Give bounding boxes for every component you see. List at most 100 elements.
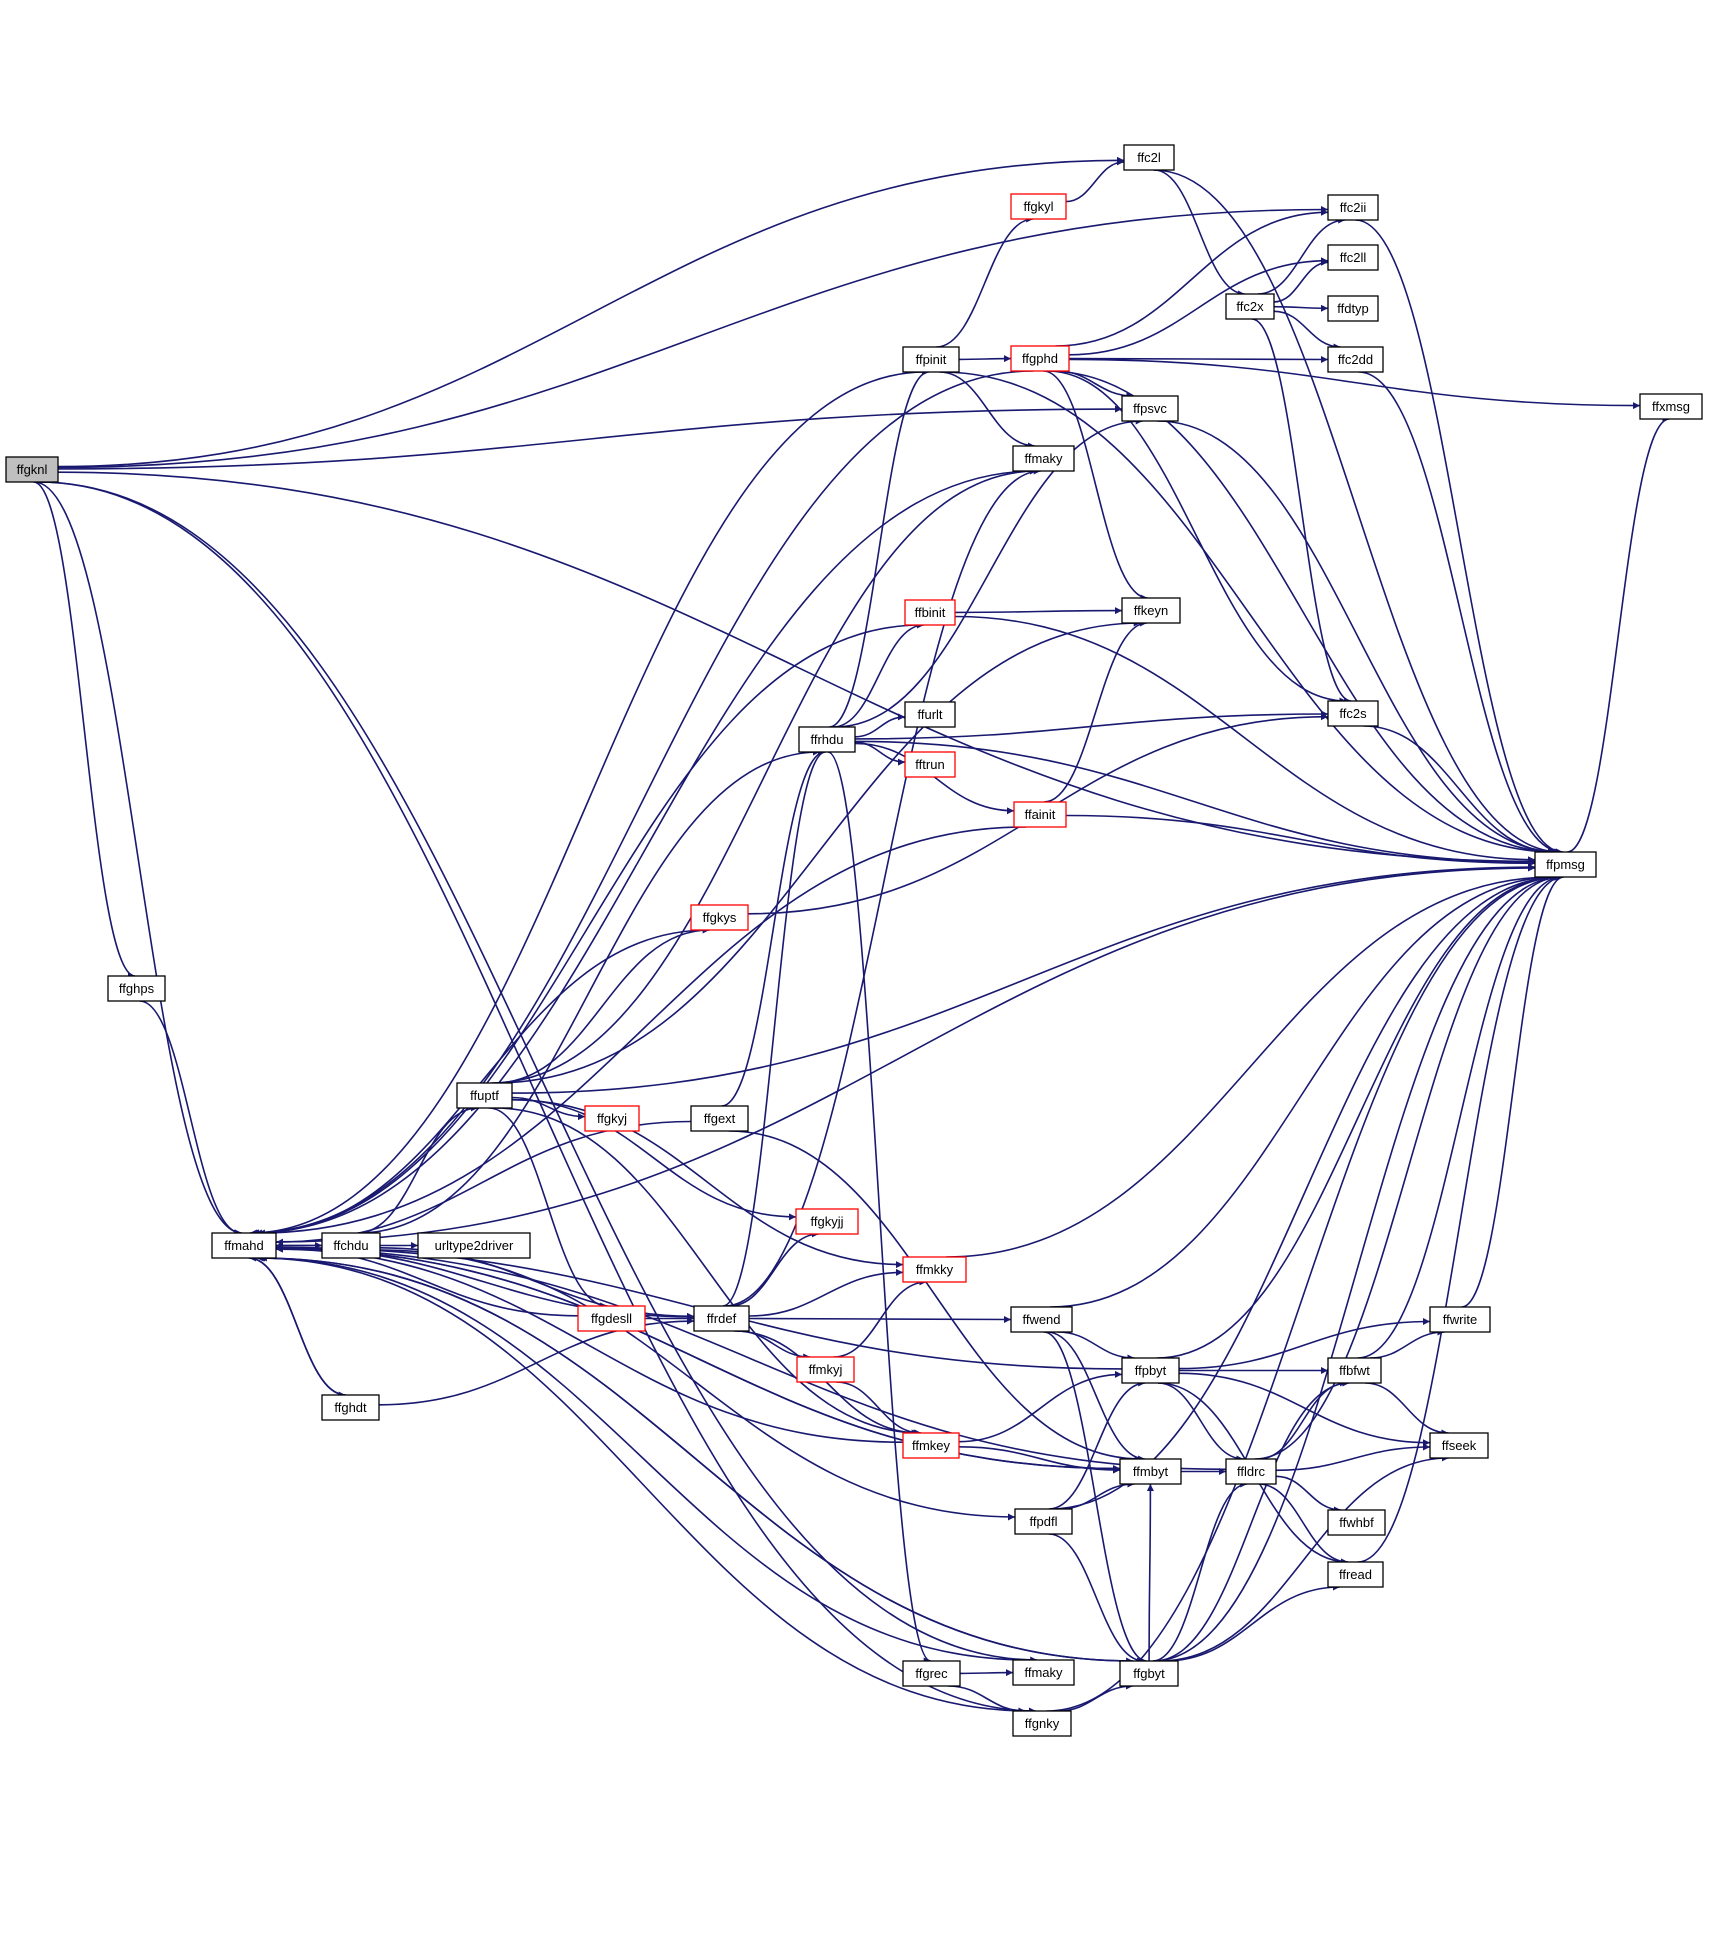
node-ffgnky[interactable]: ffgnky: [1012, 1710, 1072, 1737]
node-box: [904, 751, 956, 778]
node-label: ffpsvc: [1133, 401, 1167, 416]
node-label: ffc2ii: [1340, 200, 1367, 215]
node-label: ffgrec: [915, 1666, 948, 1681]
node-ffrhdu[interactable]: ffrhdu: [798, 726, 856, 753]
edge-ffmkky-to-ffpmsg: [946, 873, 1554, 1258]
node-ffmaky_bot[interactable]: ffmaky: [1012, 1659, 1075, 1686]
node-ffgext[interactable]: ffgext: [690, 1105, 749, 1132]
node-box: [577, 1305, 646, 1332]
node-ffghdt[interactable]: ffghdt: [321, 1394, 380, 1421]
node-ffc2dd[interactable]: ffc2dd: [1327, 346, 1384, 373]
node-ffchdu[interactable]: ffchdu: [321, 1232, 381, 1259]
node-label: ffpbyt: [1135, 1363, 1167, 1378]
edge-ffpdfl-to-ffpbyt: [1048, 1379, 1146, 1510]
edge-ffc2dd-to-ffpmsg: [1358, 371, 1563, 856]
node-box: [1327, 1509, 1386, 1536]
node-ffc2ll[interactable]: ffc2ll: [1327, 244, 1379, 271]
node-box: [1010, 193, 1067, 220]
node-ffpinit[interactable]: ffpinit: [902, 346, 960, 373]
edge-ffwend-to-ffmbyt: [1046, 1331, 1146, 1463]
node-ffpmsg[interactable]: ffpmsg: [1534, 851, 1597, 878]
edge-ffrhdu-to-ffurlt: [854, 713, 906, 738]
node-box: [904, 599, 956, 626]
edge-ffrhdu-to-ffgrec: [827, 751, 931, 1665]
function-nodes: ffgknl ffghps ffmahd ffchdu ffghdt urltype2dr…: [5, 144, 1703, 1737]
node-box: [5, 456, 59, 483]
node-ffseek[interactable]: ffseek: [1429, 1432, 1489, 1459]
edge-ffldrc-to-ffread: [1258, 1483, 1348, 1566]
node-label: ffgkyj: [597, 1111, 627, 1126]
edge-ffpinit-to-ffgkyl: [936, 215, 1034, 348]
node-ffkeyn[interactable]: ffkeyn: [1121, 597, 1181, 624]
node-box: [690, 904, 749, 931]
edge-ffpinit-to-ffmaky_top: [939, 371, 1036, 450]
edge-ffgknl-to-ffpmsg: [57, 471, 1536, 865]
node-ffgkyjj[interactable]: ffgkyjj: [795, 1208, 859, 1235]
node-ffc2s[interactable]: ffc2s: [1327, 700, 1379, 727]
edge-ffbfwt-to-ffseek: [1364, 1382, 1449, 1437]
node-ffwrite[interactable]: ffwrite: [1429, 1306, 1491, 1333]
node-ffmkky[interactable]: ffmkky: [902, 1256, 967, 1283]
node-ffldrc[interactable]: ffldrc: [1225, 1458, 1277, 1485]
edge-ffchdu-to-ffpdfl: [379, 1249, 1016, 1521]
node-ffc2x[interactable]: ffc2x: [1225, 293, 1275, 320]
node-ffwend[interactable]: ffwend: [1010, 1306, 1073, 1333]
edge-ffldrc-to-ffwhbf: [1275, 1475, 1342, 1514]
node-ffgkyj[interactable]: ffgkyj: [584, 1105, 640, 1132]
edge-ffwend-to-ffgbyt: [1043, 1331, 1147, 1665]
node-ffgkys[interactable]: ffgkys: [690, 904, 749, 931]
node-fftrun[interactable]: fftrun: [904, 751, 956, 778]
node-box: [798, 726, 856, 753]
node-label: ffrdef: [707, 1311, 737, 1326]
node-ffgrec[interactable]: ffgrec: [902, 1660, 961, 1687]
node-ffmahd[interactable]: ffmahd: [211, 1232, 277, 1259]
node-ffgphd[interactable]: ffgphd: [1010, 345, 1070, 372]
edge-ffbinit-to-ffpmsg: [954, 615, 1536, 864]
edge-ffgknl-to-ffc2l: [57, 156, 1125, 468]
node-ffc2l[interactable]: ffc2l: [1123, 144, 1175, 171]
node-label: ffwend: [1022, 1312, 1060, 1327]
node-box: [1639, 393, 1703, 420]
edge-ffbfwt-to-ffwrite: [1369, 1328, 1445, 1359]
node-ffuptf[interactable]: ffuptf: [456, 1082, 513, 1109]
node-urltype2driver[interactable]: urltype2driver: [417, 1232, 531, 1259]
edge-ffgphd-to-ffmahd: [250, 370, 1034, 1237]
node-box: [1429, 1306, 1491, 1333]
node-ffpdfl[interactable]: ffpdfl: [1014, 1508, 1073, 1535]
node-ffghps[interactable]: ffghps: [107, 975, 166, 1002]
edge-ffmaky_top-to-ffmahd: [251, 470, 1036, 1237]
node-ffurlt[interactable]: ffurlt: [904, 701, 956, 728]
node-ffpbyt[interactable]: ffpbyt: [1121, 1357, 1180, 1384]
node-ffxmsg[interactable]: ffxmsg: [1639, 393, 1703, 420]
node-ffgbyt[interactable]: ffgbyt: [1119, 1660, 1179, 1687]
call-edges: [33, 156, 1670, 1715]
node-label: ffmaky: [1024, 1665, 1063, 1680]
node-ffgdesll[interactable]: ffgdesll: [577, 1305, 646, 1332]
node-box: [690, 1105, 749, 1132]
node-ffpsvc[interactable]: ffpsvc: [1121, 395, 1179, 422]
node-ffbinit[interactable]: ffbinit: [904, 599, 956, 626]
node-box: [1327, 244, 1379, 271]
node-ffgkyl[interactable]: ffgkyl: [1010, 193, 1067, 220]
node-ffmkyj[interactable]: ffmkyj: [796, 1356, 855, 1383]
node-ffmbyt[interactable]: ffmbyt: [1119, 1458, 1182, 1485]
node-ffmaky_top[interactable]: ffmaky: [1012, 445, 1075, 472]
node-ffrdef[interactable]: ffrdef: [693, 1305, 750, 1332]
node-ffread[interactable]: ffread: [1327, 1561, 1384, 1588]
node-box: [321, 1394, 380, 1421]
node-label: ffldrc: [1237, 1464, 1265, 1479]
edge-ffgknl-to-ffgnky: [37, 481, 1037, 1715]
edge-ffrhdu-to-ffbinit: [833, 621, 924, 728]
node-ffdtyp[interactable]: ffdtyp: [1327, 295, 1379, 322]
node-ffainit[interactable]: ffainit: [1013, 801, 1067, 828]
node-label: ffc2l: [1137, 150, 1161, 165]
node-ffwhbf[interactable]: ffwhbf: [1327, 1509, 1386, 1536]
node-ffbfwt[interactable]: ffbfwt: [1327, 1357, 1382, 1384]
edge-ffwend-to-ffpbyt: [1057, 1331, 1135, 1362]
node-ffgknl[interactable]: ffgknl: [5, 456, 59, 483]
node-ffmkey[interactable]: ffmkey: [902, 1432, 960, 1459]
edge-ffgbyt-to-ffread: [1164, 1583, 1340, 1662]
node-label: ffc2x: [1236, 299, 1264, 314]
node-ffc2ii[interactable]: ffc2ii: [1327, 194, 1379, 221]
